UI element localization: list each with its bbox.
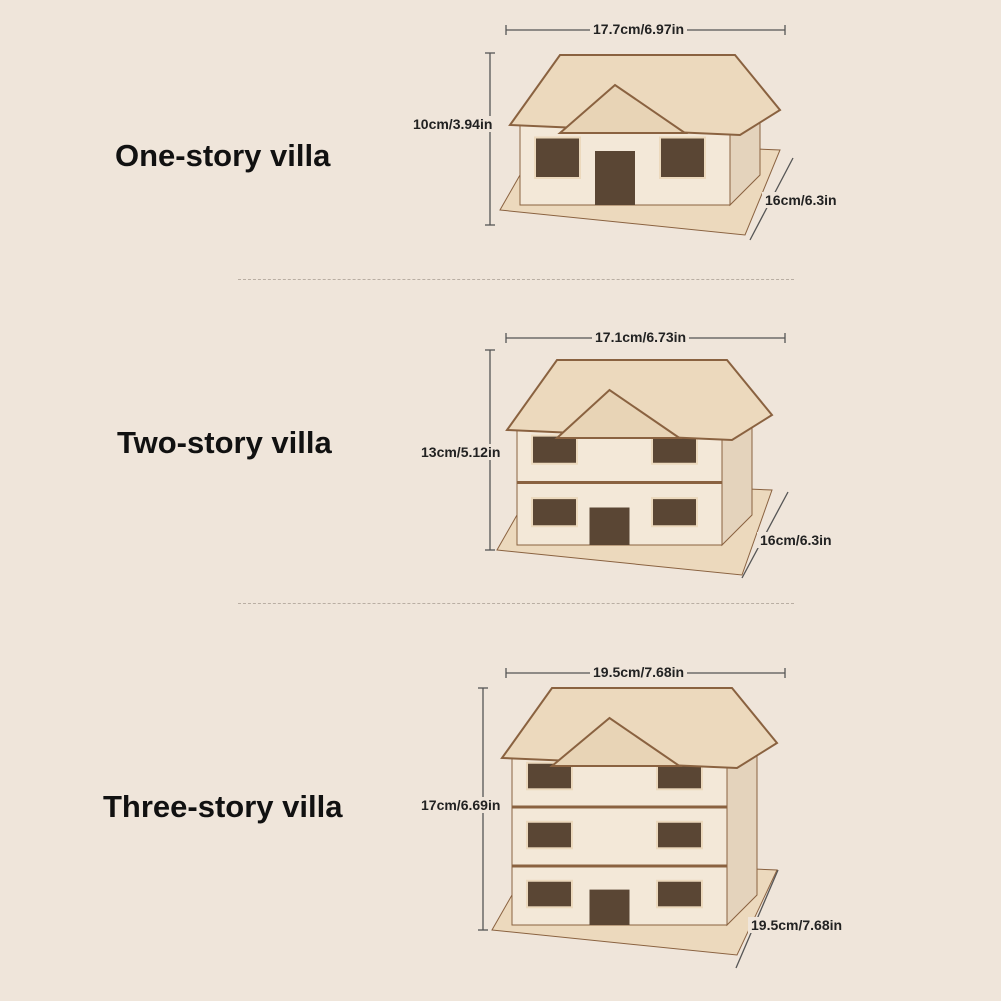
- depth-label: 16cm/6.3in: [757, 532, 835, 548]
- villa-model: [496, 359, 774, 576]
- villa-model: [499, 54, 782, 236]
- height-label: 13cm/5.12in: [418, 444, 504, 460]
- divider: [238, 603, 794, 604]
- villa-model: [491, 687, 779, 956]
- model-title: Three-story villa: [103, 789, 343, 824]
- model-title: One-story villa: [115, 138, 331, 173]
- width-label: 17.7cm/6.97in: [590, 21, 688, 37]
- height-label: 10cm/3.94in: [410, 116, 496, 132]
- depth-label: 16cm/6.3in: [762, 192, 840, 208]
- model-title: Two-story villa: [117, 425, 332, 460]
- width-label: 19.5cm/7.68in: [590, 664, 688, 680]
- height-label: 17cm/6.69in: [418, 797, 504, 813]
- depth-label: 19.5cm/7.68in: [748, 917, 846, 933]
- divider: [238, 279, 794, 280]
- width-label: 17.1cm/6.73in: [592, 329, 690, 345]
